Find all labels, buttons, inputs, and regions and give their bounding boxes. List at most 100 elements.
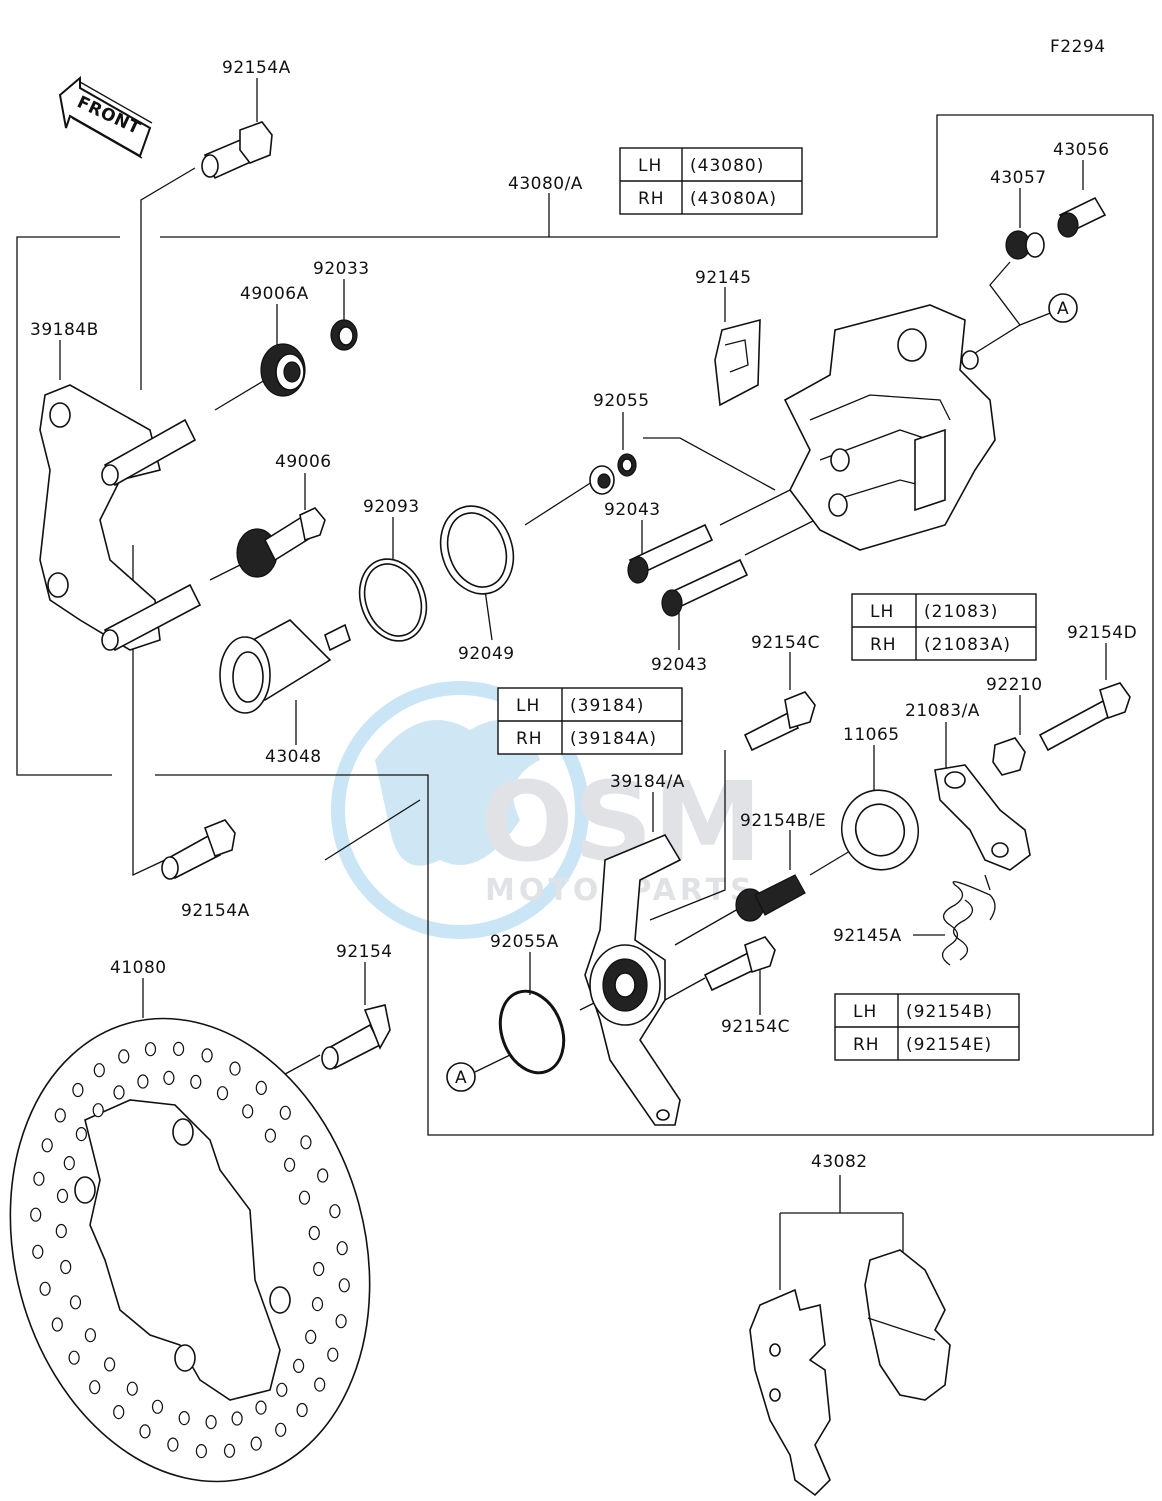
callout-a-top-text: A: [1057, 299, 1069, 319]
label-92145[interactable]: 92145: [695, 268, 752, 288]
lever-21083A[interactable]: [934, 764, 1031, 871]
bolt-92154D[interactable]: [1038, 682, 1131, 752]
table-92154-rh: RH: [853, 1035, 880, 1055]
disc-hole: [84, 1328, 97, 1343]
brake-pad-43082-left[interactable]: [749, 1288, 831, 1497]
table-21083-rh: RH: [870, 635, 897, 655]
bolt-92154A-mid[interactable]: [161, 819, 236, 880]
disc-hole: [60, 1259, 72, 1275]
bolt-92154A-top[interactable]: [201, 121, 273, 180]
label-92154C-top[interactable]: 92154C: [751, 633, 820, 653]
table-92154-rh-val: (92154E): [906, 1035, 992, 1055]
label-49006[interactable]: 49006: [275, 452, 332, 472]
pin-49006[interactable]: [236, 507, 326, 578]
bleeder-valve-43056[interactable]: [1057, 196, 1107, 238]
watermark-globe-land: [375, 720, 540, 866]
assembly-outlines: [16, 114, 1154, 1290]
label-43056[interactable]: 43056: [1053, 140, 1110, 160]
disc-hole: [293, 1358, 305, 1374]
bolt-92154C-top[interactable]: [743, 691, 816, 752]
front-arrow-icon: FRONT: [58, 75, 153, 159]
caliper-bracket-39184B[interactable]: [39, 384, 202, 652]
label-92033[interactable]: 92033: [313, 259, 370, 279]
washer-92055[interactable]: [589, 453, 637, 495]
disc-hole: [276, 1382, 288, 1397]
label-92154D[interactable]: 92154D: [1067, 623, 1137, 643]
watermark: OSM MOTORPARTS: [331, 681, 762, 939]
label-92210[interactable]: 92210: [986, 675, 1043, 695]
piston-43048[interactable]: [219, 619, 351, 714]
bearing-11065[interactable]: [831, 779, 930, 880]
label-21083A[interactable]: 21083/A: [905, 701, 980, 721]
disc-hole: [216, 1086, 229, 1101]
disc-holes: [30, 1041, 350, 1459]
bolt-92154C-bottom[interactable]: [703, 936, 776, 992]
bolt-92154BE[interactable]: [735, 874, 806, 922]
cap-43057[interactable]: [1005, 230, 1045, 260]
bolt-92154[interactable]: [321, 1004, 391, 1070]
ring-92033[interactable]: [330, 319, 358, 351]
label-39184B[interactable]: 39184B: [30, 320, 99, 340]
disc-hole: [298, 1190, 311, 1205]
seal-92049[interactable]: [429, 496, 526, 605]
disc-hole: [338, 1278, 350, 1293]
disc-hole: [144, 1042, 157, 1057]
brake-disc-41080[interactable]: [0, 978, 420, 1501]
label-41080[interactable]: 41080: [110, 958, 167, 978]
disc-hole: [223, 1443, 236, 1458]
oring-92055A[interactable]: [489, 982, 574, 1081]
table-39184-rh-val: (39184A): [570, 729, 657, 749]
disc-hole: [39, 1281, 51, 1296]
label-92154A-top[interactable]: 92154A: [222, 58, 291, 78]
label-92093[interactable]: 92093: [363, 497, 420, 517]
caliper-body[interactable]: [783, 304, 996, 551]
label-92043-lower[interactable]: 92043: [651, 655, 708, 675]
seal-92093[interactable]: [349, 550, 438, 651]
label-43048[interactable]: 43048: [265, 747, 322, 767]
disc-hole: [201, 1048, 213, 1063]
disc-hole: [335, 1314, 347, 1329]
disc-hole: [118, 1049, 130, 1064]
diagram-code: F2294: [1050, 37, 1106, 57]
label-43082[interactable]: 43082: [811, 1152, 868, 1172]
disc-hole: [205, 1414, 217, 1430]
disc-hole: [231, 1411, 243, 1426]
label-92049[interactable]: 92049: [458, 644, 515, 664]
disc-hole: [305, 1329, 317, 1345]
disc-hole: [300, 1135, 312, 1150]
table-39184-rh: RH: [516, 729, 543, 749]
label-11065[interactable]: 11065: [843, 725, 900, 745]
label-43057[interactable]: 43057: [990, 168, 1047, 188]
spring-clip-92145[interactable]: [714, 318, 761, 407]
boot-49006A[interactable]: [260, 343, 306, 397]
table-43080-lh-val: (43080): [690, 156, 764, 176]
label-92043-upper[interactable]: 92043: [604, 500, 661, 520]
disc-hole: [296, 1402, 308, 1418]
label-92154[interactable]: 92154: [336, 942, 393, 962]
nut-92210[interactable]: [992, 737, 1026, 776]
label-92154C-bottom[interactable]: 92154C: [721, 1017, 790, 1037]
leader-lines: [59, 78, 1107, 1121]
parking-arm-39184A[interactable]: [584, 833, 682, 1126]
label-92154A-mid[interactable]: 92154A: [181, 901, 250, 921]
disc-hole: [163, 1070, 175, 1086]
brake-pad-43082-right[interactable]: [864, 1249, 951, 1401]
disc-hole: [311, 1296, 324, 1312]
table-92154-lh-val: (92154B): [906, 1002, 993, 1022]
table-39184-lh: LH: [516, 696, 540, 716]
pin-92043-lower[interactable]: [661, 558, 749, 617]
disc-hole: [89, 1380, 101, 1395]
label-39184A[interactable]: 39184/A: [610, 772, 685, 792]
spring-92145A[interactable]: [941, 881, 996, 966]
label-92154BE[interactable]: 92154B/E: [740, 811, 826, 831]
label-92055A[interactable]: 92055A: [490, 932, 559, 952]
disc-hole: [279, 1105, 291, 1120]
label-43080A[interactable]: 43080/A: [508, 174, 583, 194]
label-92145A[interactable]: 92145A: [833, 926, 902, 946]
disc-hole: [126, 1381, 138, 1396]
label-92055[interactable]: 92055: [593, 391, 650, 411]
pin-92043-upper[interactable]: [627, 523, 714, 584]
label-49006A[interactable]: 49006A: [240, 284, 309, 304]
callout-a-bottom: A: [446, 1062, 476, 1092]
